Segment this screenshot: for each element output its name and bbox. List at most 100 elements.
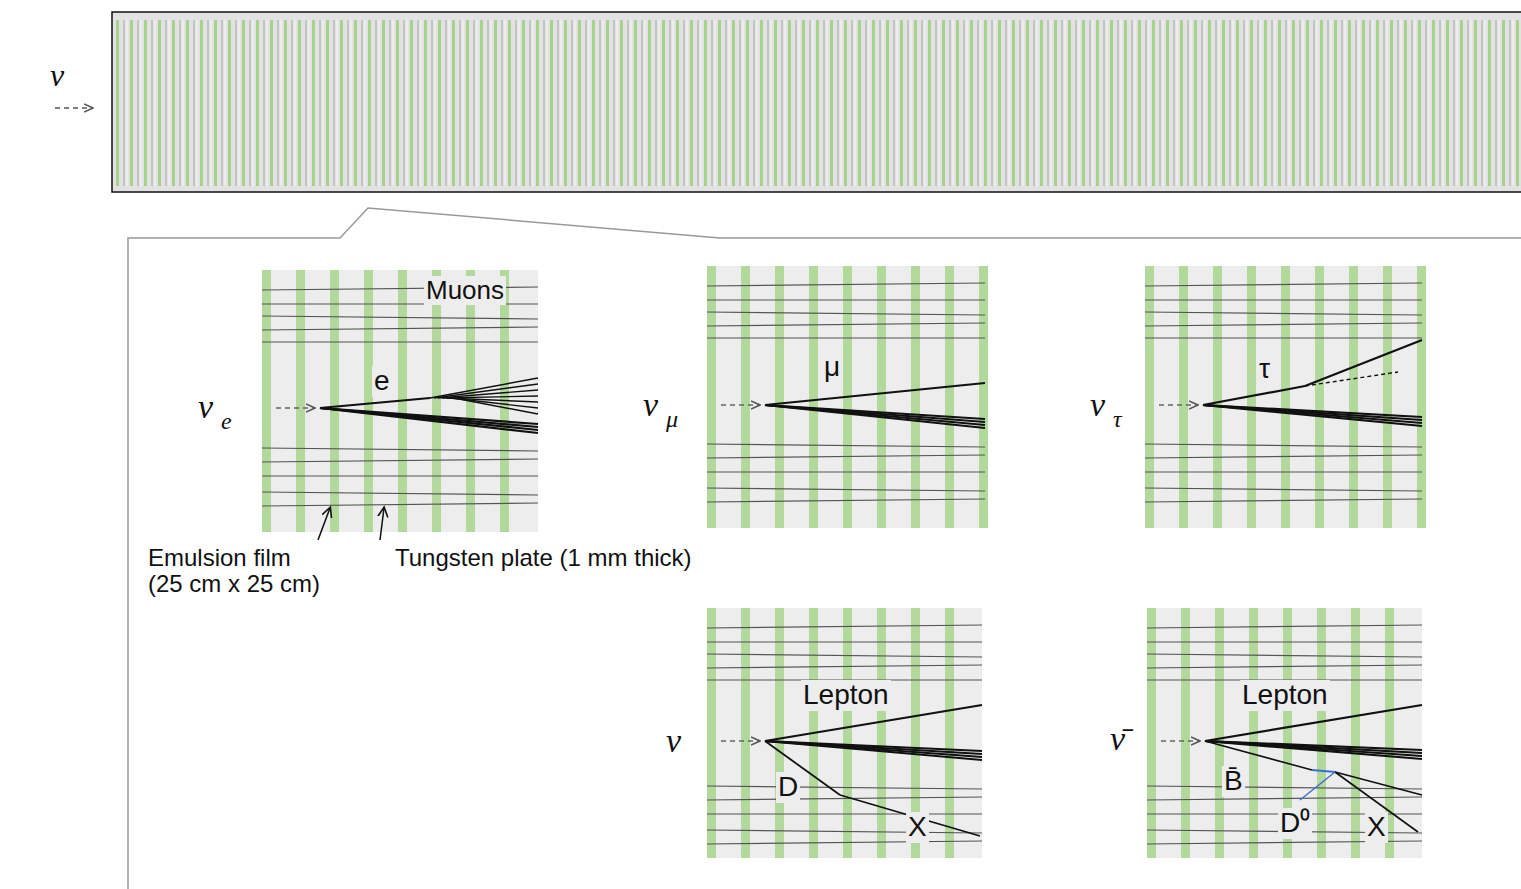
layer-gap [1163, 20, 1164, 186]
layer-stripe [1180, 20, 1183, 186]
layer-stripe [844, 20, 847, 186]
layer-stripe [1194, 20, 1197, 186]
layer-stripe [907, 20, 909, 186]
layer-stripe [466, 20, 469, 186]
layer-stripe [935, 20, 937, 186]
track [707, 312, 985, 315]
layer-stripe [1033, 20, 1035, 186]
panel-ground [707, 608, 982, 858]
layer-gap [645, 20, 646, 186]
layer-gap [799, 20, 800, 186]
layer-stripe [1278, 20, 1281, 186]
track [707, 299, 985, 300]
layer-stripe [1488, 20, 1491, 186]
layer-stripe [480, 20, 483, 186]
layer-gap [351, 20, 352, 186]
beam-arrow [721, 740, 759, 742]
layer-stripe [1460, 20, 1463, 186]
track [707, 641, 982, 642]
track [707, 488, 985, 491]
track [262, 492, 538, 495]
layer-gap [967, 20, 968, 186]
track [1147, 665, 1422, 668]
layer-gap [1261, 20, 1262, 186]
layer-stripe [977, 20, 979, 186]
layer-stripe [1502, 20, 1505, 186]
track [707, 665, 982, 668]
track [1145, 444, 1422, 447]
layer-stripe [732, 20, 735, 186]
layer-gap [827, 20, 828, 186]
layer-stripe [781, 20, 783, 186]
layer-stripe [809, 20, 811, 186]
layer-stripe [389, 20, 391, 186]
layer-gap [1037, 20, 1038, 186]
beam-arrow [721, 404, 759, 406]
layer-stripe [291, 20, 293, 186]
layer-stripe [1082, 20, 1085, 186]
part-label: Emulsion film (25 cm x 25 cm) [148, 545, 326, 598]
layer-stripe [1061, 20, 1063, 186]
layer-stripe [1236, 20, 1239, 186]
layer-stripe [648, 20, 651, 186]
layer-stripe [494, 20, 497, 186]
track [320, 398, 430, 408]
track [1203, 386, 1305, 405]
layer-stripe [130, 20, 133, 186]
layer-stripe [1075, 20, 1077, 186]
layer-stripe [718, 20, 721, 186]
layer-gap [393, 20, 394, 186]
layer-stripe [207, 20, 209, 186]
track [1145, 455, 1422, 458]
emulsion-film [911, 266, 920, 528]
panel-ground [1145, 266, 1422, 528]
layer-stripe [333, 20, 335, 186]
event-panel [707, 608, 982, 858]
layer-stripe [1054, 20, 1057, 186]
layer-stripe [627, 20, 629, 186]
layer-stripe [1376, 20, 1379, 186]
layer-stripe [361, 20, 363, 186]
layer-stripe [1446, 20, 1449, 186]
layer-stripe [375, 20, 377, 186]
layer-stripe [424, 20, 427, 186]
emulsion-film [1317, 608, 1326, 858]
layer-stripe [305, 20, 307, 186]
emulsion-film [1145, 266, 1154, 528]
layer-stripe [165, 20, 167, 186]
track [262, 316, 538, 319]
layer-stripe [298, 20, 301, 186]
layer-stripe [1383, 20, 1385, 186]
part-label: Muons [424, 276, 506, 305]
track [1147, 654, 1422, 657]
layer-gap [743, 20, 744, 186]
layer-stripe [319, 20, 321, 186]
emulsion-film [707, 608, 716, 858]
layer-gap [225, 20, 226, 186]
layer-stripe [1117, 20, 1119, 186]
particle-symbol: ν [50, 58, 64, 93]
layer-gap [1331, 20, 1332, 186]
layer-stripe [270, 20, 273, 186]
track [1147, 797, 1422, 800]
layer-stripe [123, 20, 125, 186]
emulsion-film [1349, 266, 1358, 528]
layer-stripe [417, 20, 419, 186]
layer-stripe [1418, 20, 1421, 186]
layer-stripe [1467, 20, 1469, 186]
layer-stripe [1299, 20, 1301, 186]
layer-stripe [690, 20, 693, 186]
layer-stripe [179, 20, 181, 186]
layer-stripe [340, 20, 343, 186]
layer-stripe [543, 20, 545, 186]
layer-stripe [1166, 20, 1169, 186]
beam-arrow [55, 107, 92, 109]
panel-ground [262, 270, 538, 532]
track [1305, 340, 1422, 386]
track [1145, 488, 1422, 491]
layer-stripe [634, 20, 637, 186]
layer-stripe [396, 20, 399, 186]
track [707, 841, 982, 844]
part-label: X [906, 812, 929, 843]
layer-gap [939, 20, 940, 186]
